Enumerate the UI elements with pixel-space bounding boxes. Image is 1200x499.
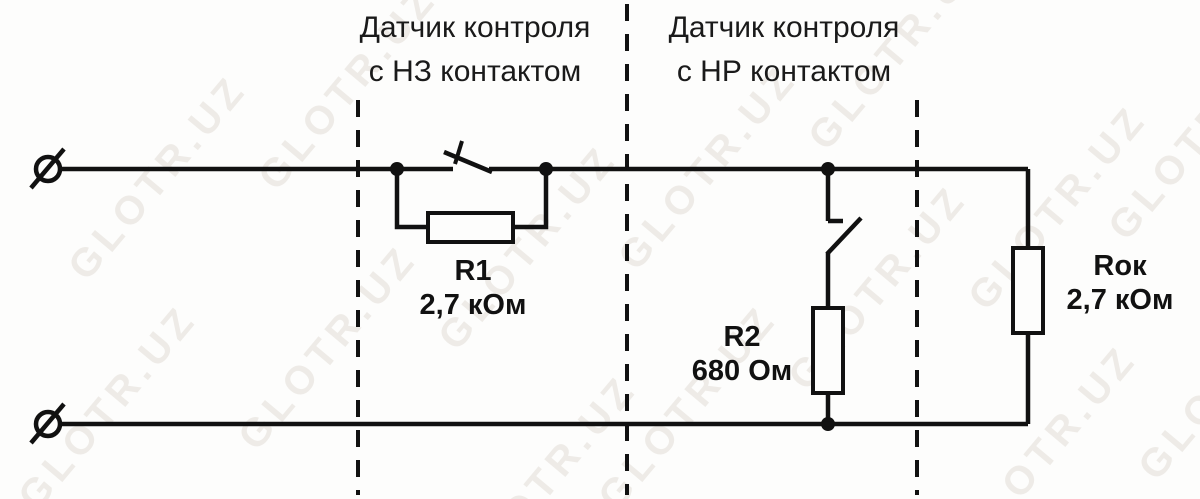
r1-branch xyxy=(390,162,553,244)
nc-sensor-zone-label: Датчик контроля с НЗ контактом xyxy=(325,6,625,94)
r2-branch xyxy=(811,162,863,431)
rok-name: Rок xyxy=(1093,250,1147,282)
nc-sensor-zone-label-line1: Датчик контроля xyxy=(359,11,591,44)
nc-contact-switch xyxy=(443,140,493,175)
junction-dot xyxy=(390,162,404,176)
r1-resistor-body xyxy=(426,211,515,244)
r1-value: 2,7 кОм xyxy=(419,289,527,321)
terminal-top-left xyxy=(29,147,66,190)
rok-label: Rок 2,7 кОм xyxy=(1010,249,1200,317)
junction-dot xyxy=(539,162,553,176)
nc-sensor-zone-label-line2: с НЗ контактом xyxy=(368,55,582,88)
rok-branch xyxy=(1011,169,1045,424)
r1-label: R1 2,7 кОм xyxy=(363,254,583,322)
r2-name: R2 xyxy=(723,321,761,353)
rok-value: 2,7 кОм xyxy=(1066,284,1174,316)
no-sensor-zone-label-line1: Датчик контроля xyxy=(668,11,900,44)
no-sensor-zone-label-line2: с НР контактом xyxy=(676,55,892,88)
no-contact-switch xyxy=(825,216,863,256)
terminal-bottom-left xyxy=(29,402,66,445)
r1-name: R1 xyxy=(454,255,492,287)
r2-resistor-body xyxy=(811,306,845,395)
r2-value: 680 Ом xyxy=(691,355,793,387)
no-sensor-zone-label: Датчик контроля с НР контактом xyxy=(634,6,934,94)
r2-label: R2 680 Ом xyxy=(632,320,852,388)
